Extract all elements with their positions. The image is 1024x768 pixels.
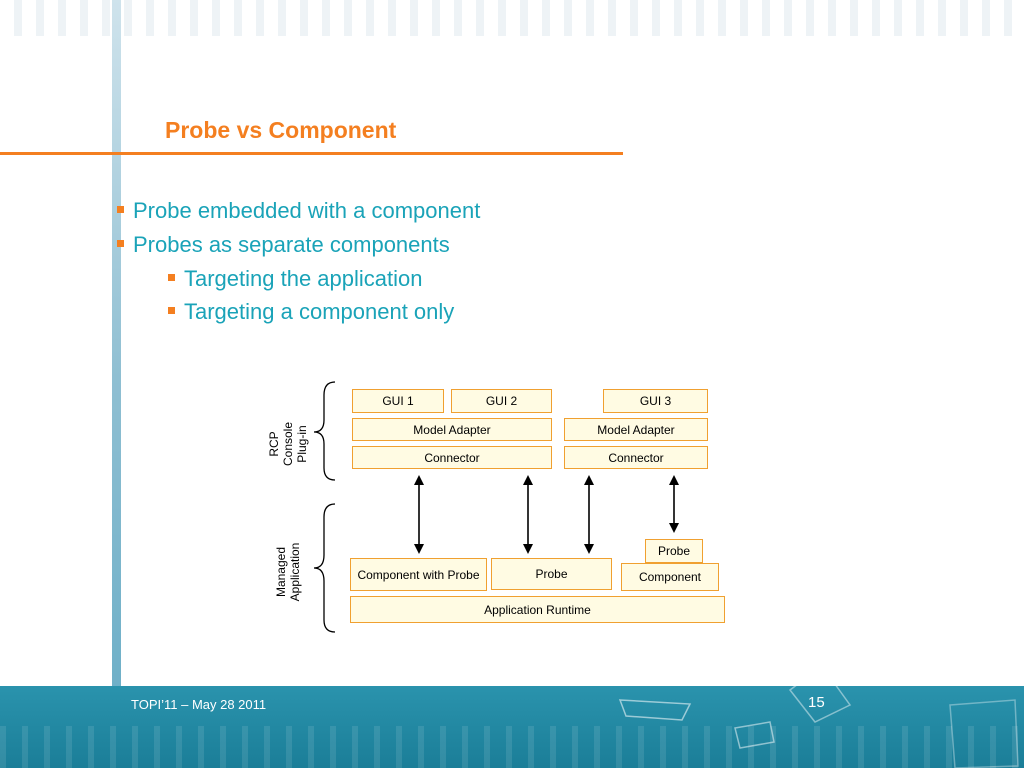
footer-band: [0, 686, 1024, 768]
page-number: 15: [808, 694, 825, 711]
gui2-box: GUI 2: [451, 389, 552, 413]
slide-title: Probe vs Component: [165, 117, 397, 143]
footer-text: TOPI’11 – May 28 2011: [131, 697, 267, 712]
title-underline: [0, 152, 623, 155]
component-box: Component: [621, 563, 719, 591]
bullet-text: Probes as separate components: [133, 232, 450, 257]
application-runtime-box: Application Runtime: [350, 596, 725, 623]
sub-bullet-item: Targeting the application: [168, 266, 423, 292]
model-adapter-box: Model Adapter: [352, 418, 552, 441]
connector-box: Connector: [564, 446, 708, 469]
gui1-box: GUI 1: [352, 389, 444, 413]
component-with-probe-box: Component with Probe: [350, 558, 487, 591]
bullet-item: Probes as separate components: [117, 232, 450, 258]
gui3-box: GUI 3: [603, 389, 708, 413]
bullet-marker: [168, 273, 175, 281]
group-label-managed: Managed Application: [274, 542, 302, 602]
probe-box: Probe: [645, 539, 703, 563]
top-decorative-stripes: [0, 0, 1024, 36]
connector-box: Connector: [352, 446, 552, 469]
bullet-marker: [117, 239, 124, 247]
left-vertical-bar: [112, 0, 121, 686]
bullet-text: Targeting a component only: [184, 299, 455, 324]
bullet-item: Probe embedded with a component: [117, 198, 480, 224]
probe-box: Probe: [491, 558, 612, 590]
bullet-text: Targeting the application: [184, 266, 423, 291]
footer-stripes: [0, 726, 1024, 768]
bullet-text: Probe embedded with a component: [133, 198, 481, 223]
group-label-console: RCP Console Plug-in: [267, 421, 309, 467]
bullet-marker: [168, 306, 175, 314]
bullet-marker: [117, 205, 124, 213]
brace-managed: [313, 503, 336, 633]
brace-console: [313, 381, 336, 481]
sub-bullet-item: Targeting a component only: [168, 299, 454, 325]
model-adapter-box: Model Adapter: [564, 418, 708, 441]
